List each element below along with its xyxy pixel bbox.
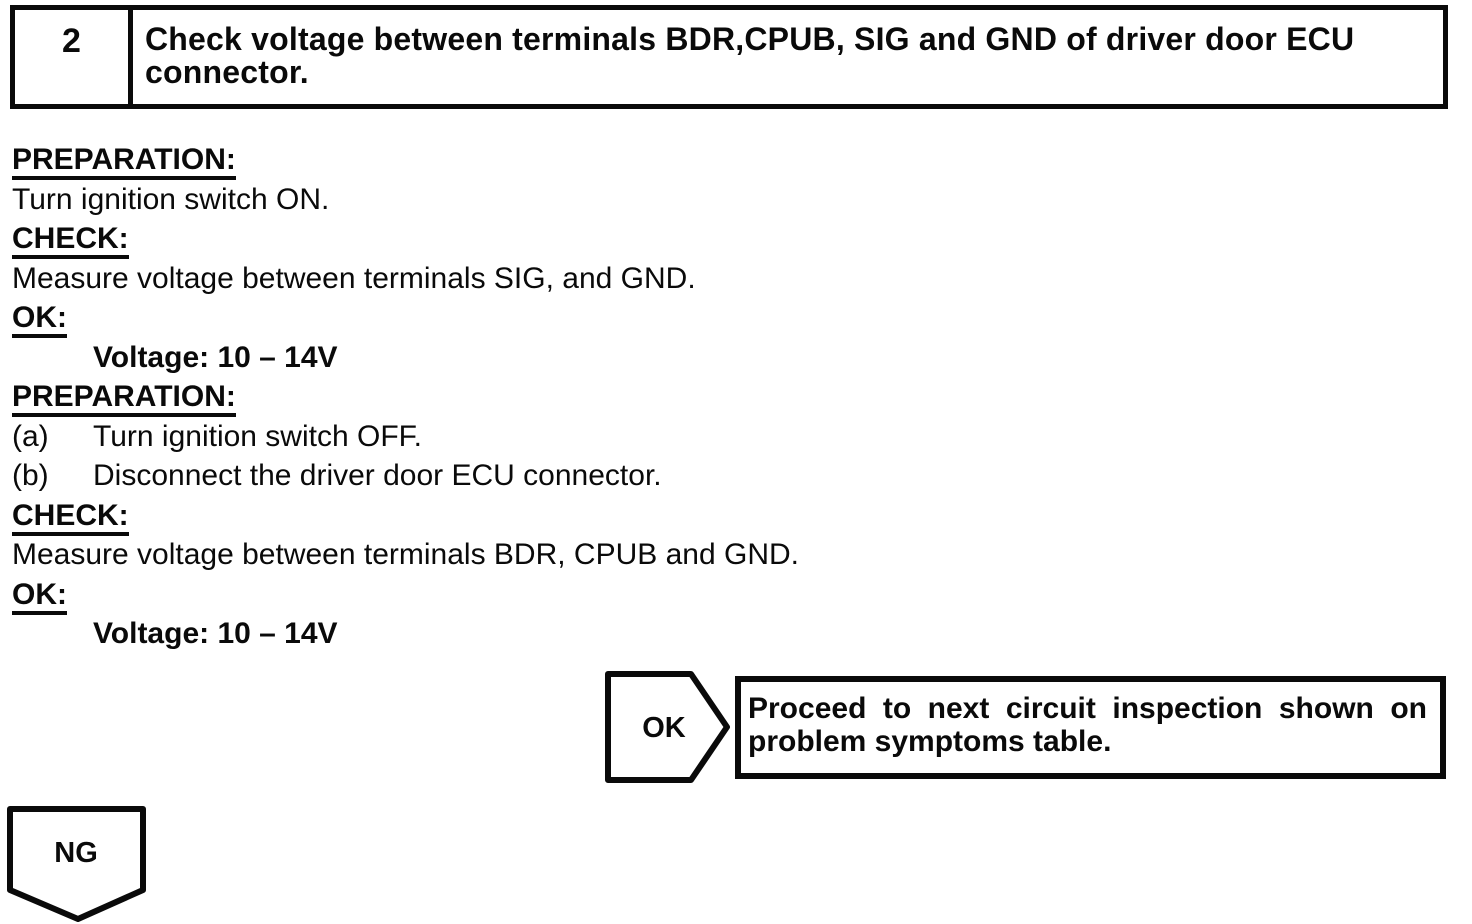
ok-action-box: Proceed to next circuit inspection shown… [735, 676, 1446, 779]
procedure-heading: PREPARATION: [12, 140, 1112, 180]
procedure-step: (b) Disconnect the driver door ECU connec… [12, 456, 1112, 496]
step-letter: (a) [12, 419, 49, 453]
step-text: Disconnect the driver door ECU connector… [93, 459, 662, 492]
ok-pentagon-shape [605, 671, 730, 783]
ok-flow-connector: OK [605, 671, 730, 783]
procedure-heading: OK: [12, 575, 1112, 615]
step-text: Turn ignition switch OFF. [93, 419, 422, 453]
step-title-cell: Check voltage between terminals BDR,CPUB… [133, 10, 1443, 104]
procedure-heading: PREPARATION: [12, 377, 1112, 417]
procedure-section: PREPARATION: Turn ignition switch ON. CH… [12, 140, 1112, 654]
ng-label: NG [54, 837, 98, 869]
procedure-body-line: Measure voltage between terminals SIG, a… [12, 261, 696, 295]
ok-action-line1: Proceed to next circuit inspection shown… [748, 692, 1427, 725]
ng-pentagon-shape [7, 806, 146, 922]
procedure-heading: OK: [12, 298, 1112, 338]
procedure-step: (a) Turn ignition switch OFF. [12, 417, 1112, 457]
procedure-body-line: Measure voltage between terminals BDR, C… [12, 538, 800, 571]
voltage-spec: Voltage: 10 – 14V [93, 340, 338, 374]
step-number: 2 [62, 22, 81, 60]
voltage-spec: Voltage: 10 – 14V [93, 617, 338, 650]
step-letter: (b) [12, 459, 49, 492]
step-number-cell: 2 [15, 10, 133, 104]
step-header-box: 2 Check voltage between terminals BDR,CP… [10, 5, 1448, 109]
ok-action-line2: problem symptoms table. [748, 725, 1112, 758]
step-title: Check voltage between terminals BDR,CPUB… [145, 21, 1355, 90]
procedure-heading: CHECK: [12, 496, 1112, 536]
ng-flow-connector: NG [7, 806, 146, 922]
ok-label: OK [642, 712, 686, 744]
procedure-heading: CHECK: [12, 219, 1112, 259]
procedure-body-line: Turn ignition switch ON. [12, 182, 330, 216]
